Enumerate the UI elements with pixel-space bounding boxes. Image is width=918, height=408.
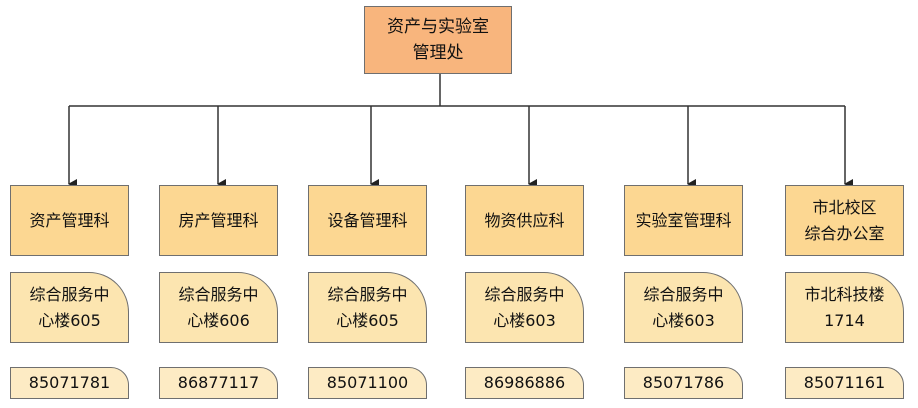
- office-node-6: 市北科技楼 1714: [785, 272, 904, 343]
- phone-node-3: 85071100: [308, 367, 427, 399]
- dept-node-label: 实验室管理科: [635, 210, 732, 230]
- dept-node-label: 房产管理科: [178, 210, 259, 230]
- dept-node-4: 物资供应科: [465, 185, 584, 256]
- phone-node-label: 86986886: [483, 373, 566, 392]
- phone-node-1: 85071781: [10, 367, 129, 399]
- phone-node-label: 85071781: [28, 373, 111, 392]
- office-node-1: 综合服务中 心楼605: [10, 272, 129, 343]
- office-node-2: 综合服务中 心楼606: [159, 272, 278, 343]
- dept-node-label: 物资供应科: [484, 210, 565, 230]
- phone-node-2: 86877117: [159, 367, 278, 399]
- root-label: 资产与实验室 管理处: [387, 17, 489, 63]
- office-node-label: 综合服务中 心楼603: [484, 284, 565, 330]
- office-node-label: 综合服务中 心楼606: [178, 284, 259, 330]
- dept-node-label: 资产管理科: [29, 210, 110, 230]
- office-node-label: 综合服务中 心楼605: [327, 284, 408, 330]
- phone-node-label: 85071161: [803, 373, 886, 392]
- office-node-4: 综合服务中 心楼603: [465, 272, 584, 343]
- phone-node-label: 86877117: [177, 373, 260, 392]
- dept-node-5: 实验室管理科: [624, 185, 743, 256]
- phone-node-4: 86986886: [465, 367, 584, 399]
- office-node-label: 综合服务中 心楼605: [29, 284, 110, 330]
- phone-node-5: 85071786: [624, 367, 743, 399]
- phone-node-6: 85071161: [785, 367, 904, 399]
- phone-node-label: 85071786: [642, 373, 725, 392]
- phone-node-label: 85071100: [326, 373, 409, 392]
- dept-node-3: 设备管理科: [308, 185, 427, 256]
- dept-node-2: 房产管理科: [159, 185, 278, 256]
- office-node-label: 市北科技楼 1714: [804, 284, 885, 330]
- dept-node-label: 市北校区 综合办公室: [804, 197, 885, 243]
- dept-node-label: 设备管理科: [327, 210, 408, 230]
- office-node-3: 综合服务中 心楼605: [308, 272, 427, 343]
- dept-node-6: 市北校区 综合办公室: [785, 185, 904, 256]
- office-node-5: 综合服务中 心楼603: [624, 272, 743, 343]
- office-node-label: 综合服务中 心楼603: [643, 284, 724, 330]
- root-node: 资产与实验室 管理处: [364, 6, 512, 74]
- dept-node-1: 资产管理科: [10, 185, 129, 256]
